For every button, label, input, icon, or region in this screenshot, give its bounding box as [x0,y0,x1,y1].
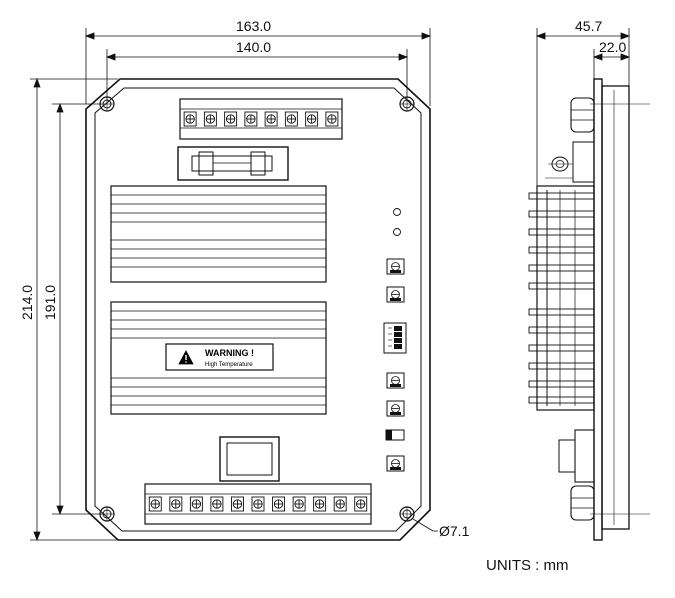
top-terminal-screw-8 [325,111,339,127]
front-view: WARNING ! High Temperature [85,78,431,541]
dim-label-overall-height: 214.0 [19,285,35,320]
front-plate-inner [94,87,422,532]
side-body [601,85,630,530]
top-terminal-screw-6 [284,111,298,127]
top-terminal-screw-2 [203,111,217,127]
side-heatsink-fin-5 [528,264,595,272]
front-dimensions [30,28,438,542]
small-connector [385,429,405,441]
side-heatsink-fin-8 [528,326,595,334]
trim-potentiometer-2 [386,286,405,303]
top-terminal-screw-7 [305,111,319,127]
side-top-terminal [570,97,595,133]
side-heatsink-fin-11 [528,380,595,388]
top-terminal-screw-3 [224,111,238,127]
dim-label-mounting-height: 191.0 [42,285,58,320]
side-heatsink-fin-3 [528,228,595,236]
side-heatsink-fin-2 [528,210,595,218]
fuse-holder [177,146,289,181]
side-heatsink-fin-6 [528,282,595,290]
bottom-terminal-screw-10 [333,496,347,512]
side-fuse [545,141,595,183]
dim-label-hole-diameter: Ø7.1 [439,523,470,539]
bottom-terminal-screw-6 [251,496,265,512]
heatsink-lower [110,301,327,415]
side-heatsink-fin-4 [528,246,595,254]
top-terminal-screw-5 [264,111,278,127]
dip-switch [383,322,407,354]
led-indicator-1 [393,208,401,216]
bottom-terminal-screw-5 [231,496,244,512]
heatsink-upper [110,185,327,283]
warning-label-title: WARNING ! [205,348,254,358]
top-terminal-block [179,98,343,140]
side-heatsink-fin-12 [528,396,595,404]
led-indicator-2 [393,228,401,236]
dim-label-overall-depth: 45.7 [575,18,602,34]
bottom-terminal-block [144,483,372,525]
trim-potentiometer-3 [386,372,405,389]
side-heatsink [528,185,595,411]
trim-potentiometer-4 [386,400,405,417]
units-label: UNITS : mm [486,557,569,574]
bottom-terminal-screw-1 [148,496,162,512]
side-heatsink-fin-10 [528,362,595,370]
warning-label-subtitle: High Temperature [205,362,253,368]
bottom-terminal-screw-3 [189,496,203,512]
bottom-terminal-screw-4 [210,496,224,512]
dim-label-mounting-width: 140.0 [236,39,271,55]
top-terminal-screw-1 [183,111,197,127]
bottom-terminal-screw-7 [272,496,285,512]
bottom-terminal-screw-11 [354,496,368,512]
hole-diameter-leader [412,518,434,532]
side-heatsink-fin-1 [528,192,595,200]
front-plate-outline [85,78,431,541]
side-heatsink-fin-7 [528,308,595,316]
dim-label-base-depth: 22.0 [599,39,626,55]
warning-label: WARNING ! High Temperature [165,343,274,371]
bottom-terminal-screw-2 [169,496,183,512]
bottom-terminal-screw-9 [313,496,327,512]
bottom-terminal-screw-8 [292,496,306,512]
relay-window [219,436,280,482]
dim-label-overall-width: 163.0 [236,18,271,34]
trim-potentiometer-5 [386,455,405,472]
side-mounting-plate [593,78,603,541]
side-relay [558,429,595,483]
side-dimensions [535,28,631,186]
top-terminal-screw-4 [244,111,258,127]
trim-potentiometer-1 [386,258,405,275]
side-view [528,78,650,541]
mounting-hole-bottom-right [399,506,415,522]
mounting-hole-bottom-left [99,506,115,522]
side-bottom-terminal [570,485,595,521]
side-heatsink-fin-9 [528,344,595,352]
